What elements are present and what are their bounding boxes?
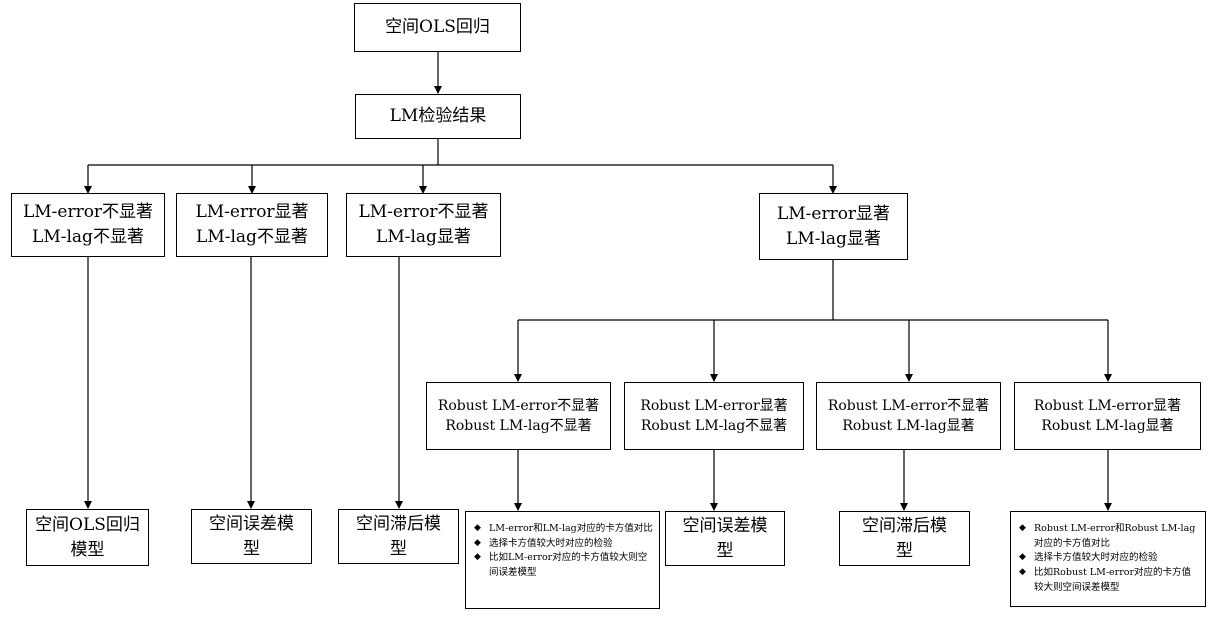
result-node-error-2: 空间误差模型 (665, 511, 785, 566)
diamond-bullet-icon: ◆ (474, 537, 481, 548)
robust-3-line1: Robust LM-error不显著 (827, 397, 990, 414)
note-1-item: ◆比如LM-error对应的卡方值较大则空间误差模型 (474, 552, 648, 579)
diamond-bullet-icon: ◆ (474, 523, 481, 533)
lm-test-label: LM检验结果 (389, 106, 487, 127)
root-label: 空间OLS回归 (385, 17, 490, 38)
note-2-item: ◆Robust LM-error和Robust LM-lag对应的卡方值对比 (1019, 523, 1196, 549)
result-node-ols: 空间OLS回归模型 (26, 509, 149, 566)
case-node-3: LM-error不显著 LM-lag显著 (346, 193, 501, 257)
diamond-bullet-icon: ◆ (474, 552, 481, 563)
case-2-line2: LM-lag不显著 (196, 227, 308, 247)
robust-4-line1: Robust LM-error显著 (1033, 397, 1182, 414)
result-node-error-1: 空间误差模型 (191, 509, 312, 564)
robust-node-4: Robust LM-error显著 Robust LM-lag显著 (1014, 382, 1201, 450)
note-2-item: ◆比如Robust LM-error对应的卡方值较大则空间误差模型 (1019, 567, 1191, 593)
note-2-item: ◆选择卡方值较大时对应的检验 (1019, 552, 1158, 564)
result-node-lag-2: 空间滞后模型 (839, 511, 970, 566)
robust-node-2: Robust LM-error显著 Robust LM-lag不显著 (624, 382, 804, 450)
robust-node-1: Robust LM-error不显著 Robust LM-lag不显著 (426, 382, 611, 450)
case-3-line1: LM-error不显著 (358, 202, 489, 223)
note-box-1: ◆LM-error和LM-lag对应的卡方值对比 ◆选择卡方值较大时对应的检验 … (465, 511, 660, 609)
result-error-2-label: 空间误差模型 (682, 515, 768, 561)
case-node-1: LM-error不显著 LM-lag不显著 (11, 193, 165, 257)
result-error-1-label: 空间误差模型 (209, 513, 294, 559)
robust-2-line1: Robust LM-error显著 (640, 397, 788, 414)
note-box-2: ◆Robust LM-error和Robust LM-lag对应的卡方值对比 ◆… (1010, 511, 1206, 607)
lm-test-node: LM检验结果 (355, 94, 521, 139)
robust-1-line2: Robust LM-lag不显著 (445, 418, 592, 434)
result-lag-1-label: 空间滞后模型 (356, 513, 441, 559)
case-4-line1: LM-error显著 (776, 203, 891, 224)
case-2-line1: LM-error显著 (195, 202, 309, 223)
root-node: 空间OLS回归 (354, 3, 521, 52)
diamond-bullet-icon: ◆ (1019, 567, 1026, 578)
diamond-bullet-icon: ◆ (1019, 552, 1026, 563)
note-1-item: ◆LM-error和LM-lag对应的卡方值对比 (474, 523, 653, 534)
result-ols-label: 空间OLS回归模型 (35, 514, 140, 560)
robust-3-line2: Robust LM-lag显著 (842, 418, 975, 434)
diamond-bullet-icon: ◆ (1019, 523, 1026, 533)
case-node-2: LM-error显著 LM-lag不显著 (176, 193, 328, 257)
robust-node-3: Robust LM-error不显著 Robust LM-lag显著 (816, 382, 1001, 450)
case-1-line2: LM-lag不显著 (32, 227, 144, 247)
note-1-item: ◆选择卡方值较大时对应的检验 (474, 537, 613, 549)
case-node-4: LM-error显著 LM-lag显著 (759, 193, 908, 260)
robust-2-line2: Robust LM-lag不显著 (640, 418, 788, 434)
case-3-line2: LM-lag显著 (376, 227, 471, 247)
result-lag-2-label: 空间滞后模型 (862, 515, 947, 561)
case-4-line2: LM-lag显著 (786, 228, 881, 249)
case-1-line1: LM-error不显著 (22, 202, 154, 223)
robust-1-line1: Robust LM-error不显著 (437, 397, 600, 414)
robust-4-line2: Robust LM-lag显著 (1041, 418, 1174, 434)
result-node-lag-1: 空间滞后模型 (338, 509, 459, 564)
